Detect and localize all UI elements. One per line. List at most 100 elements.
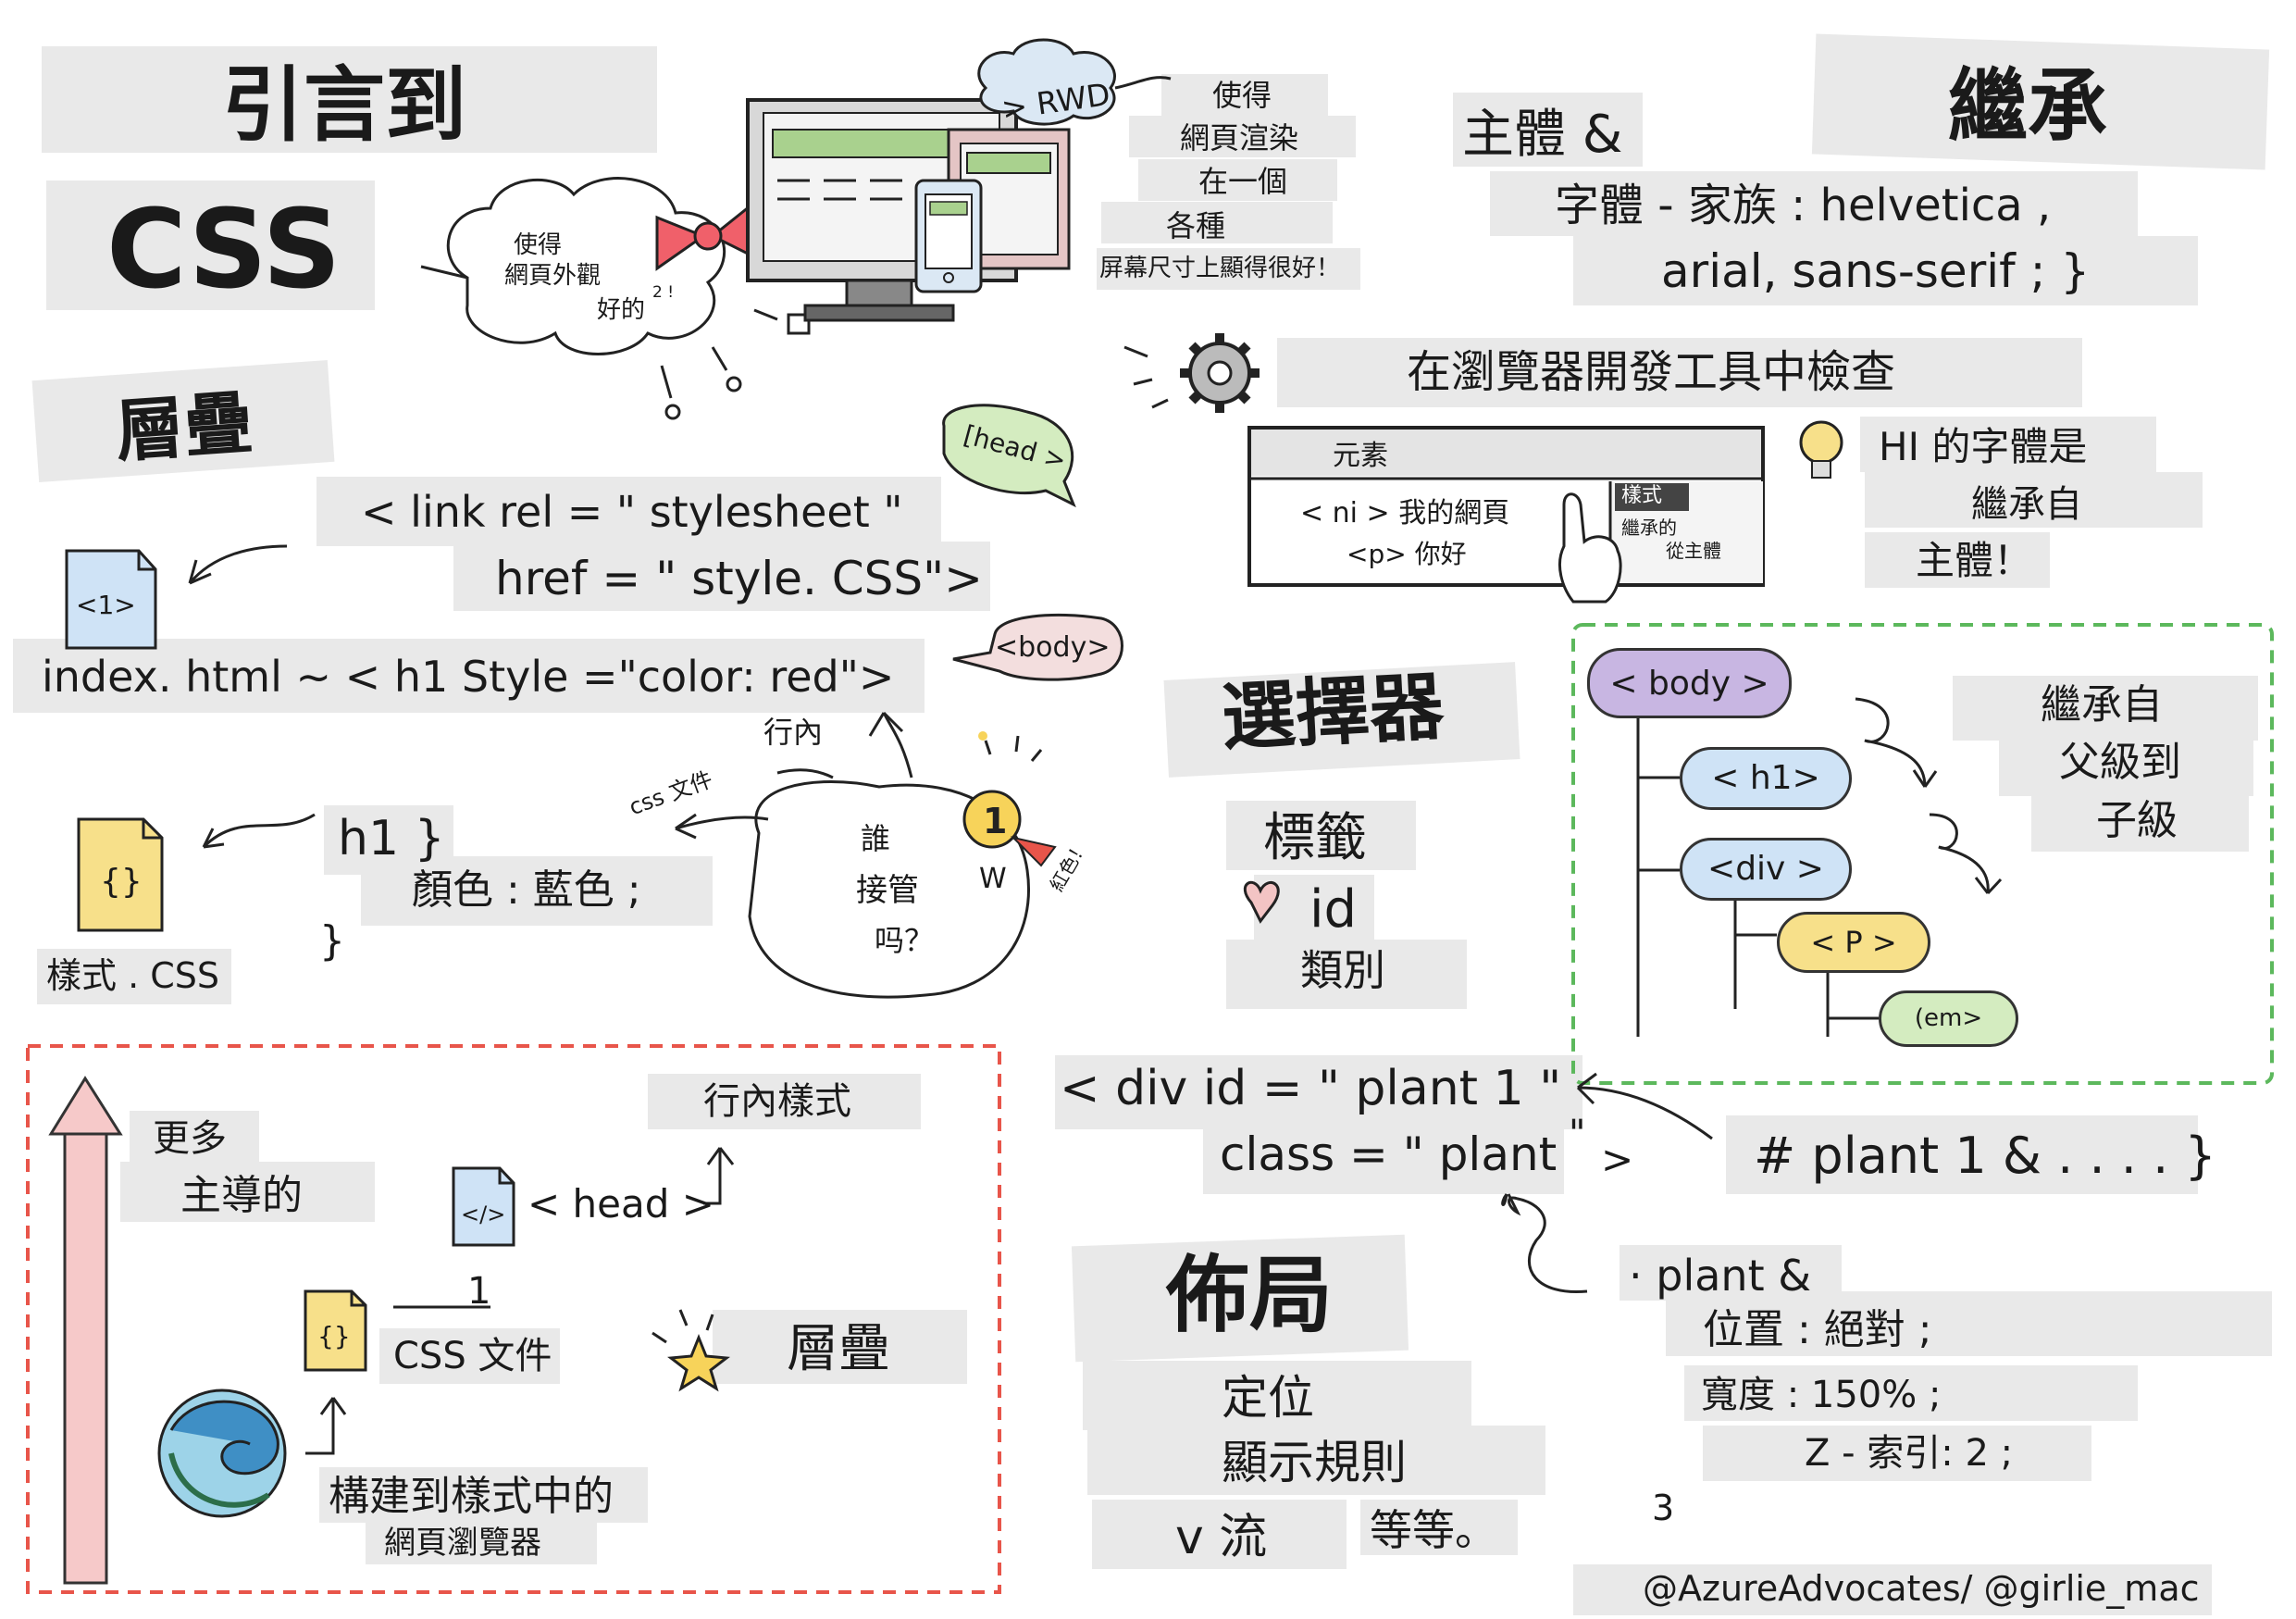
class-prop-2: 寬度 : 150% ;: [1701, 1374, 1942, 1416]
note-tape-3: [2031, 796, 2249, 852]
who-wins-3: 吗？: [875, 923, 935, 958]
body-rule-2: 字體 - 家族 : helvetica ,: [1555, 180, 2052, 231]
devtools-panel: [1247, 426, 1765, 587]
div-tape-2: [1203, 1120, 1564, 1194]
rwd-line-1: 使得: [1212, 78, 1272, 113]
dominant-tape: [120, 1162, 375, 1222]
class-tape-2: [1666, 1291, 2272, 1356]
tree-em-label: (em>: [1914, 1004, 1983, 1032]
id-rule: # plant 1 & . . . . }: [1754, 1127, 2216, 1185]
selector-tag: 標籤: [1263, 808, 1367, 868]
link-tape-2: [453, 542, 990, 611]
layout-tape-1: [1083, 1361, 1471, 1430]
credit: @AzureAdvocates/ @girlie_mac: [1643, 1568, 2200, 1609]
title-line-1: 引言到: [222, 57, 467, 153]
selector-id: id: [1309, 879, 1358, 940]
who-wins-bubble-icon: [748, 779, 1030, 999]
rwd-line-3: 在一個: [1198, 164, 1288, 199]
priority-css-file: CSS 文件: [393, 1335, 552, 1377]
inline-styles-tape: [648, 1074, 921, 1129]
tree-em-node: (em>: [1879, 990, 2018, 1047]
priority-inline-styles: 行內樣式: [703, 1080, 851, 1123]
title-tape-1: [42, 46, 657, 153]
tree-p-label: < P >: [1810, 925, 1897, 960]
medal-icon: 1: [962, 790, 1057, 867]
class-rule: · plant &: [1629, 1251, 1812, 1301]
tree-h1-node: < h1>: [1680, 747, 1852, 810]
layout-item-3: v 流: [1175, 1510, 1268, 1565]
rwd-tape-5: [1097, 248, 1360, 290]
rwd-tape: [1161, 74, 1328, 116]
css-rule-close: }: [319, 917, 345, 965]
layout-tape-4: [1360, 1500, 1518, 1555]
devtools-label: 在瀏覽器開發工具中檢查: [1407, 346, 1896, 398]
div-close: >: [1601, 1137, 1634, 1182]
css-file-braces: {}: [100, 863, 143, 901]
priority-cascade: 層疊: [787, 1319, 890, 1379]
sel-tape-1: [1226, 801, 1416, 870]
div-line-2: class = " plant: [1220, 1127, 1558, 1181]
selectors-heading: 選擇器: [1219, 663, 1446, 762]
cloud-line-3: 好的: [597, 296, 646, 324]
panel-styles-tab: 樣式: [1621, 484, 1663, 507]
panel-code-2: <p> 你好: [1347, 539, 1467, 569]
inheritance-heading: 繼承: [1948, 60, 2107, 153]
panel-code-1: < ni > 我的網頁: [1300, 497, 1510, 529]
who-wins-1: 誰: [861, 821, 891, 856]
link-line-2: href = " style. CSS">: [495, 552, 984, 605]
priority-one: 1: [467, 1270, 491, 1313]
css-file-small-icon: [304, 1289, 367, 1372]
rwd-line-4: 各種: [1166, 208, 1226, 243]
body-tag-label: <body>: [995, 631, 1111, 664]
class-tape-3: [1684, 1365, 2138, 1421]
sel-tape-3: [1226, 940, 1467, 1009]
tip-tape-2: [1865, 472, 2203, 528]
tree-h1-label: < h1>: [1711, 759, 1820, 797]
tip-tape-1: [1860, 417, 2156, 472]
lightbulb-icon: [1799, 420, 1843, 479]
class-prop-3: Z - 索引: 2 ;: [1805, 1432, 2014, 1475]
html-file-icon: [65, 549, 157, 650]
panel-elements-tab: 元素: [1333, 440, 1388, 472]
tree-body-label: < body >: [1609, 665, 1769, 703]
who-wins-2: 接管: [856, 872, 919, 909]
cssfile-tape: [379, 1328, 560, 1384]
class-prop-1: 位置 : 絕對 ;: [1703, 1306, 1932, 1353]
css-rule-body: 顏色 : 藍色 ;: [412, 866, 641, 914]
body-tape-3: [1573, 236, 2198, 305]
layout-item-4: 等等。: [1370, 1505, 1497, 1555]
phone-icon: [914, 179, 983, 293]
title-line-2: CSS: [106, 185, 341, 313]
tree-note-1: 繼承自: [2041, 681, 2163, 729]
layout-item-1: 定位: [1222, 1371, 1314, 1425]
heart-icon: [1243, 880, 1280, 924]
tree-div-node: <div >: [1680, 838, 1852, 901]
panel-note-1: 繼承的: [1621, 517, 1677, 539]
rule-tape-2: [361, 856, 713, 926]
priority-arrow-icon: [48, 1076, 123, 1585]
tip-line-1: HI 的字體是: [1879, 424, 2088, 469]
credit-tape: [1573, 1564, 2212, 1615]
class-tape-4: [1703, 1426, 2091, 1481]
tree-note-2: 父級到: [2059, 739, 2181, 786]
builtin-tape-2: [366, 1518, 597, 1564]
rwd-tape-4: [1101, 202, 1333, 243]
link-line-1: < link rel = " stylesheet ": [361, 487, 903, 537]
w-label: W: [979, 863, 1007, 895]
rwd-line-2: 網頁渲染: [1180, 120, 1299, 156]
inline-label: 行內: [763, 715, 824, 750]
stylefile-tape: [37, 949, 231, 1004]
html-file-label: <1>: [76, 590, 136, 620]
css-file-icon: [77, 817, 164, 932]
priority-css-braces: {}: [317, 1321, 351, 1351]
svg-text:1: 1: [983, 801, 1007, 841]
priority-builtin-1: 構建到樣式中的: [329, 1473, 614, 1520]
cascade-heading: 層疊: [113, 382, 255, 473]
rwd-tape-2: [1129, 116, 1356, 157]
body-tape-1: [1453, 93, 1643, 167]
div-quote: ": [1569, 1113, 1586, 1155]
head-file-icon: [452, 1166, 515, 1247]
cloud-line-2: 網頁外觀: [504, 262, 602, 290]
tip-line-2: 繼承自: [1971, 483, 2082, 526]
